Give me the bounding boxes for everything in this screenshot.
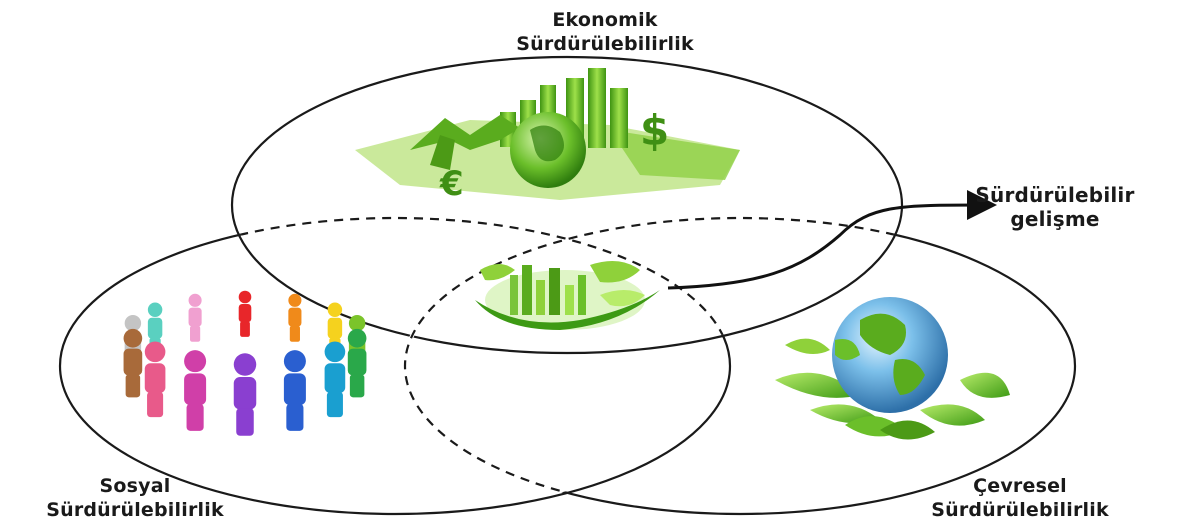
economy-chart-globe-image: $ €	[355, 68, 740, 204]
person-figure	[288, 293, 302, 342]
economic-sustainability-label: Ekonomik Sürdürülebilirlik	[455, 8, 755, 56]
person-figure	[324, 341, 346, 418]
economic-circle-outline	[230, 55, 904, 355]
social-label-line2: Sürdürülebilirlik	[46, 499, 224, 521]
person-figure	[283, 350, 306, 431]
social-label-line1: Sosyal	[99, 475, 171, 497]
person-figure	[347, 328, 367, 398]
person-figure	[233, 353, 257, 436]
people-circle-image	[123, 290, 367, 436]
center-label-line1: Sürdürülebilir	[975, 183, 1135, 207]
environmental-label-line2: Sürdürülebilirlik	[931, 499, 1109, 521]
environmental-label-line1: Çevresel	[973, 475, 1067, 497]
person-figure	[188, 293, 202, 342]
sustainable-development-label: Sürdürülebilir gelişme	[955, 183, 1155, 231]
svg-text:€: €	[439, 164, 464, 204]
leaf-globe-image	[775, 297, 1010, 440]
social-sustainability-label: Sosyal Sürdürülebilirlik	[0, 474, 270, 522]
person-figure	[238, 290, 252, 337]
person-figure	[144, 341, 166, 418]
environmental-sustainability-label: Çevresel Sürdürülebilirlik	[890, 474, 1150, 522]
center-label-line2: gelişme	[1010, 207, 1100, 231]
svg-text:$: $	[640, 106, 669, 155]
green-city-image	[475, 261, 660, 330]
sustainable-development-arrow	[667, 190, 997, 290]
person-figure	[184, 350, 207, 431]
person-figure	[123, 328, 143, 398]
economic-label-line2: Sürdürülebilirlik	[516, 33, 694, 55]
economic-label-line1: Ekonomik	[552, 9, 658, 31]
